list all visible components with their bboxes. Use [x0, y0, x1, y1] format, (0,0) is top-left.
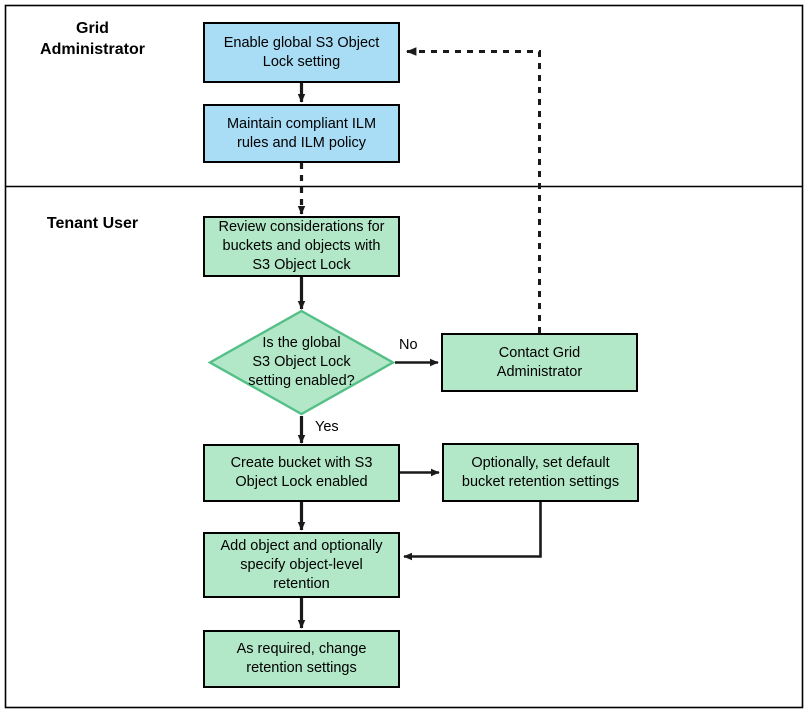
connector-contact-to-enable-dashed: [405, 47, 541, 333]
connector-optional-retention-to-add-object: [403, 502, 542, 561]
decision-diamond-shape: [208, 309, 395, 416]
node-enable-global-s3-object-lock-setting[interactable]: Enable global S3 Object Lock setting: [203, 22, 400, 83]
swimlane-label-grid-administrator: Grid Administrator: [40, 20, 145, 58]
node-optionally-set-default-bucket-retention-settings[interactable]: Optionally, set default bucket retention…: [442, 443, 639, 502]
diagram-frame: [4, 4, 804, 709]
node-contact-grid-administrator[interactable]: Contact Grid Administrator: [441, 333, 638, 392]
node-as-required-change-retention-settings[interactable]: As required, change retention settings: [203, 630, 400, 688]
node-maintain-compliant-ilm-rules-and-ilm-policy[interactable]: Maintain compliant ILM rules and ILM pol…: [203, 104, 400, 163]
node-is-the-global-s3-object-lock-setting-enabled[interactable]: Is the global S3 Object Lock setting ena…: [208, 309, 395, 416]
decision-label: Is the global S3 Object Lock setting ena…: [248, 335, 355, 389]
edge-label-no: No: [399, 337, 418, 353]
swimlane-label-tenant-user: Tenant User: [46, 215, 139, 232]
edge-label-yes: Yes: [315, 419, 339, 435]
node-review-considerations-for-buckets-and-objects[interactable]: Review considerations for buckets and ob…: [203, 216, 400, 277]
node-add-object-and-optionally-specify-object-level-retention[interactable]: Add object and optionally specify object…: [203, 532, 400, 598]
node-create-bucket-with-s3-object-lock-enabled[interactable]: Create bucket with S3 Object Lock enable…: [203, 444, 400, 502]
